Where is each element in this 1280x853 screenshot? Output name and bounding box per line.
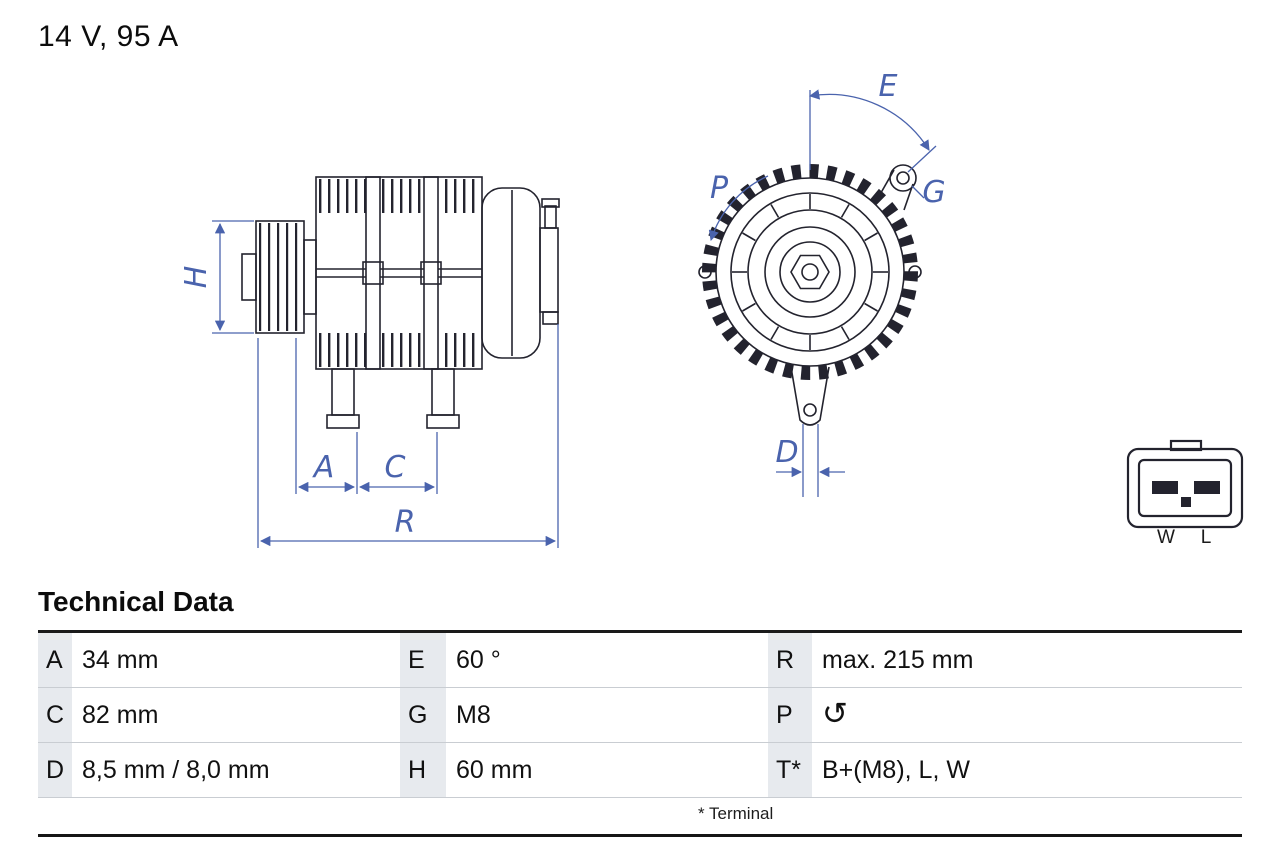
bottom-mounting-lug: [790, 366, 830, 426]
rotation-direction-icon: ↺: [822, 695, 848, 731]
table-key-C: C: [38, 688, 72, 743]
table-key-P: P: [768, 688, 812, 743]
table-value-T: B+(M8), L, W: [812, 743, 1242, 798]
dimension-label-E: E: [879, 69, 898, 104]
table-value-R: max. 215 mm: [812, 633, 1242, 688]
table-value-P: ↺: [812, 688, 1242, 743]
table-value-G: M8: [446, 688, 768, 743]
plug-connector: [1126, 439, 1244, 529]
technical-data-section: Technical Data A 34 mm E 60 ° R max. 215…: [38, 586, 1242, 837]
terminal-block: [539, 227, 559, 313]
connector-pin-label-W: W: [1157, 527, 1175, 548]
terminal-W: [1152, 481, 1178, 494]
mounting-leg-left: [331, 368, 355, 416]
connector-pin-label-L: L: [1201, 527, 1212, 548]
table-key-G: G: [400, 688, 446, 743]
dimension-label-C: C: [385, 450, 406, 485]
terminal-footnote: * Terminal: [698, 804, 774, 823]
dimension-label-A: A: [312, 450, 335, 485]
technical-data-title: Technical Data: [38, 586, 234, 617]
front-view-dimensions: [708, 89, 937, 497]
terminal-L: [1194, 481, 1220, 494]
table-value-C: 82 mm: [72, 688, 400, 743]
stator-body: [315, 176, 483, 370]
voltage-current-rating: 14 V, 95 A: [38, 20, 179, 53]
table-key-A: A: [38, 633, 72, 688]
technical-data-table: A 34 mm E 60 ° R max. 215 mm C 82 mm G M…: [38, 630, 1242, 798]
dimension-label-R: R: [395, 505, 416, 540]
dimension-label-H: H: [179, 266, 214, 289]
mounting-leg-right: [431, 368, 455, 416]
alternator-side-view: [241, 176, 560, 429]
bottom-divider: [38, 834, 1242, 837]
dimension-label-P: P: [710, 171, 729, 206]
top-mounting-lug-hole: [889, 164, 917, 192]
alternator-front-view: [698, 164, 922, 426]
table-key-E: E: [400, 633, 446, 688]
table-key-D: D: [38, 743, 72, 798]
table-key-H: H: [400, 743, 446, 798]
side-view-dimensions: [212, 220, 559, 548]
table-key-T: T*: [768, 743, 812, 798]
shaft-nut-hexagon: [790, 254, 830, 290]
table-value-E: 60 °: [446, 633, 768, 688]
dimension-label-G: G: [922, 175, 945, 210]
alternator-technical-drawing: H A C R: [179, 69, 1244, 548]
dimension-label-D: D: [775, 435, 798, 470]
table-key-R: R: [768, 633, 812, 688]
table-value-A: 34 mm: [72, 633, 400, 688]
rear-housing: [481, 187, 541, 359]
connector-key: [1181, 497, 1191, 507]
table-value-H: 60 mm: [446, 743, 768, 798]
table-value-D: 8,5 mm / 8,0 mm: [72, 743, 400, 798]
